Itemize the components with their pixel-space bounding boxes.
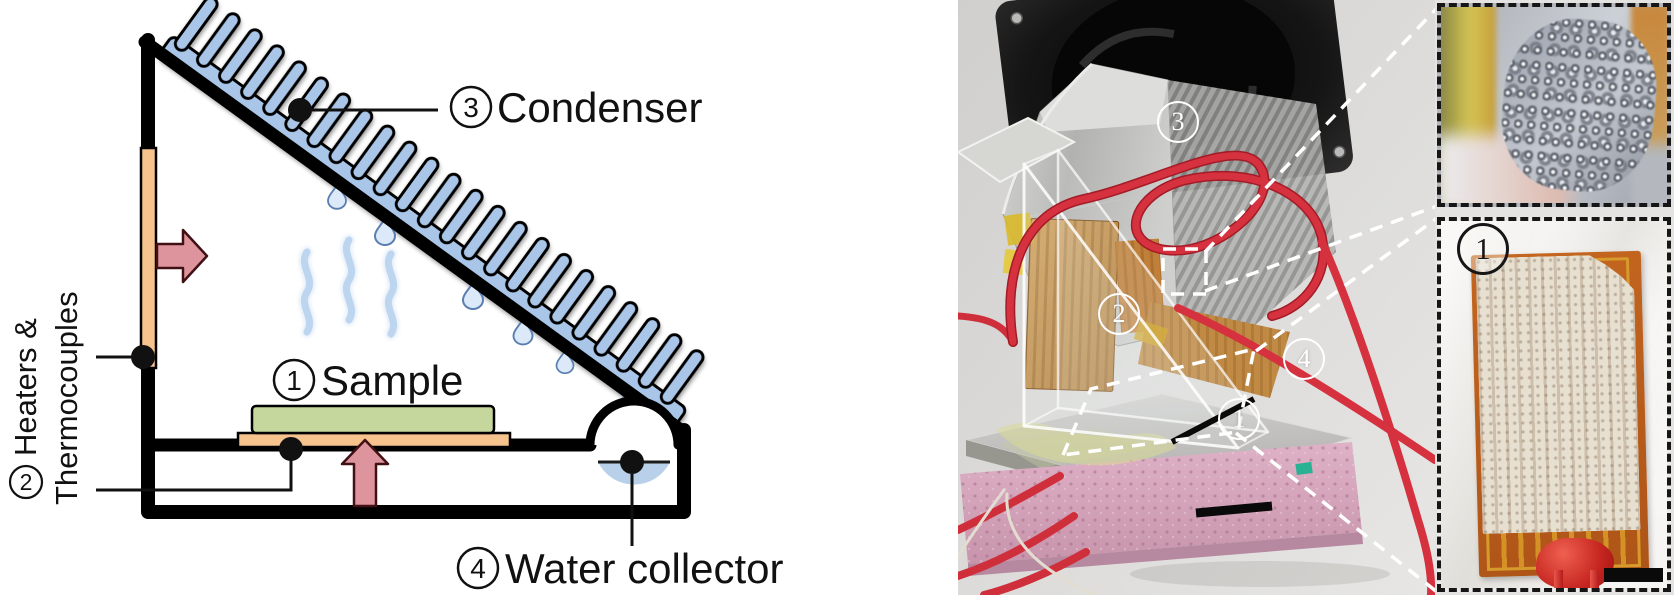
leader-lines xyxy=(96,98,644,546)
label-sample-num: 1 xyxy=(286,365,302,396)
wire-connector xyxy=(1295,461,1313,476)
label-sample: 1 Sample xyxy=(272,357,463,404)
kapton-heater-floor xyxy=(1138,302,1290,398)
label-water-collector: 4 Water collector xyxy=(456,545,784,592)
kapton-heater-wall xyxy=(1024,218,1120,392)
sample-zoom-box xyxy=(1060,346,1257,458)
label-water-collector-num: 4 xyxy=(470,553,486,584)
label-heaters-num: 2 xyxy=(20,469,33,495)
inset-sample-photo: 1 xyxy=(1437,217,1671,592)
solder-blob xyxy=(1536,538,1614,588)
label-condenser-text: Condenser xyxy=(497,84,702,131)
table-shadow xyxy=(1130,561,1390,587)
label-sample-text: Sample xyxy=(321,357,463,404)
photo-label-heaters: 2 xyxy=(1098,293,1140,335)
sealant-glue xyxy=(996,422,1176,466)
callout-dashes xyxy=(1060,7,1435,593)
vapor-icon xyxy=(299,235,399,339)
label-condenser: 3 Condenser xyxy=(449,84,702,131)
label-heaters-line2: Thermocouples xyxy=(49,291,84,505)
inset-scale-bar xyxy=(1604,568,1663,582)
floor-heater-strip xyxy=(236,431,512,449)
sample-slab xyxy=(250,404,496,435)
label-water-collector-text: Water collector xyxy=(505,545,784,592)
photo-label-condenser: 3 xyxy=(1157,101,1199,143)
label-condenser-num: 3 xyxy=(463,92,479,123)
reflective-flap xyxy=(958,116,1077,184)
photo-label-sample: 1 xyxy=(1218,398,1260,440)
inset-condensation-photo xyxy=(1437,3,1671,207)
inset-sample-material xyxy=(1475,254,1640,534)
right-arrow-icon xyxy=(155,228,209,284)
schematic-diagram: 3 Condenser 1 Sample 4 Water collector 2… xyxy=(8,0,784,592)
label-heaters-line1: Heaters & xyxy=(8,318,43,456)
label-heaters-thermocouples: 2 Heaters & Thermocouples xyxy=(8,291,84,505)
heater-lead-wire xyxy=(1554,570,1563,588)
heater-lead-wire xyxy=(1590,570,1599,588)
experiment-photo-art xyxy=(958,0,1435,595)
photo-scale-bar xyxy=(1195,501,1273,518)
photo-label-collector: 4 xyxy=(1283,338,1325,380)
wall-heater-strip xyxy=(139,146,158,370)
experiment-photo: 3 2 4 1 xyxy=(958,0,1435,595)
up-arrow-icon xyxy=(340,438,390,508)
inset-label-sample: 1 xyxy=(1457,223,1509,275)
